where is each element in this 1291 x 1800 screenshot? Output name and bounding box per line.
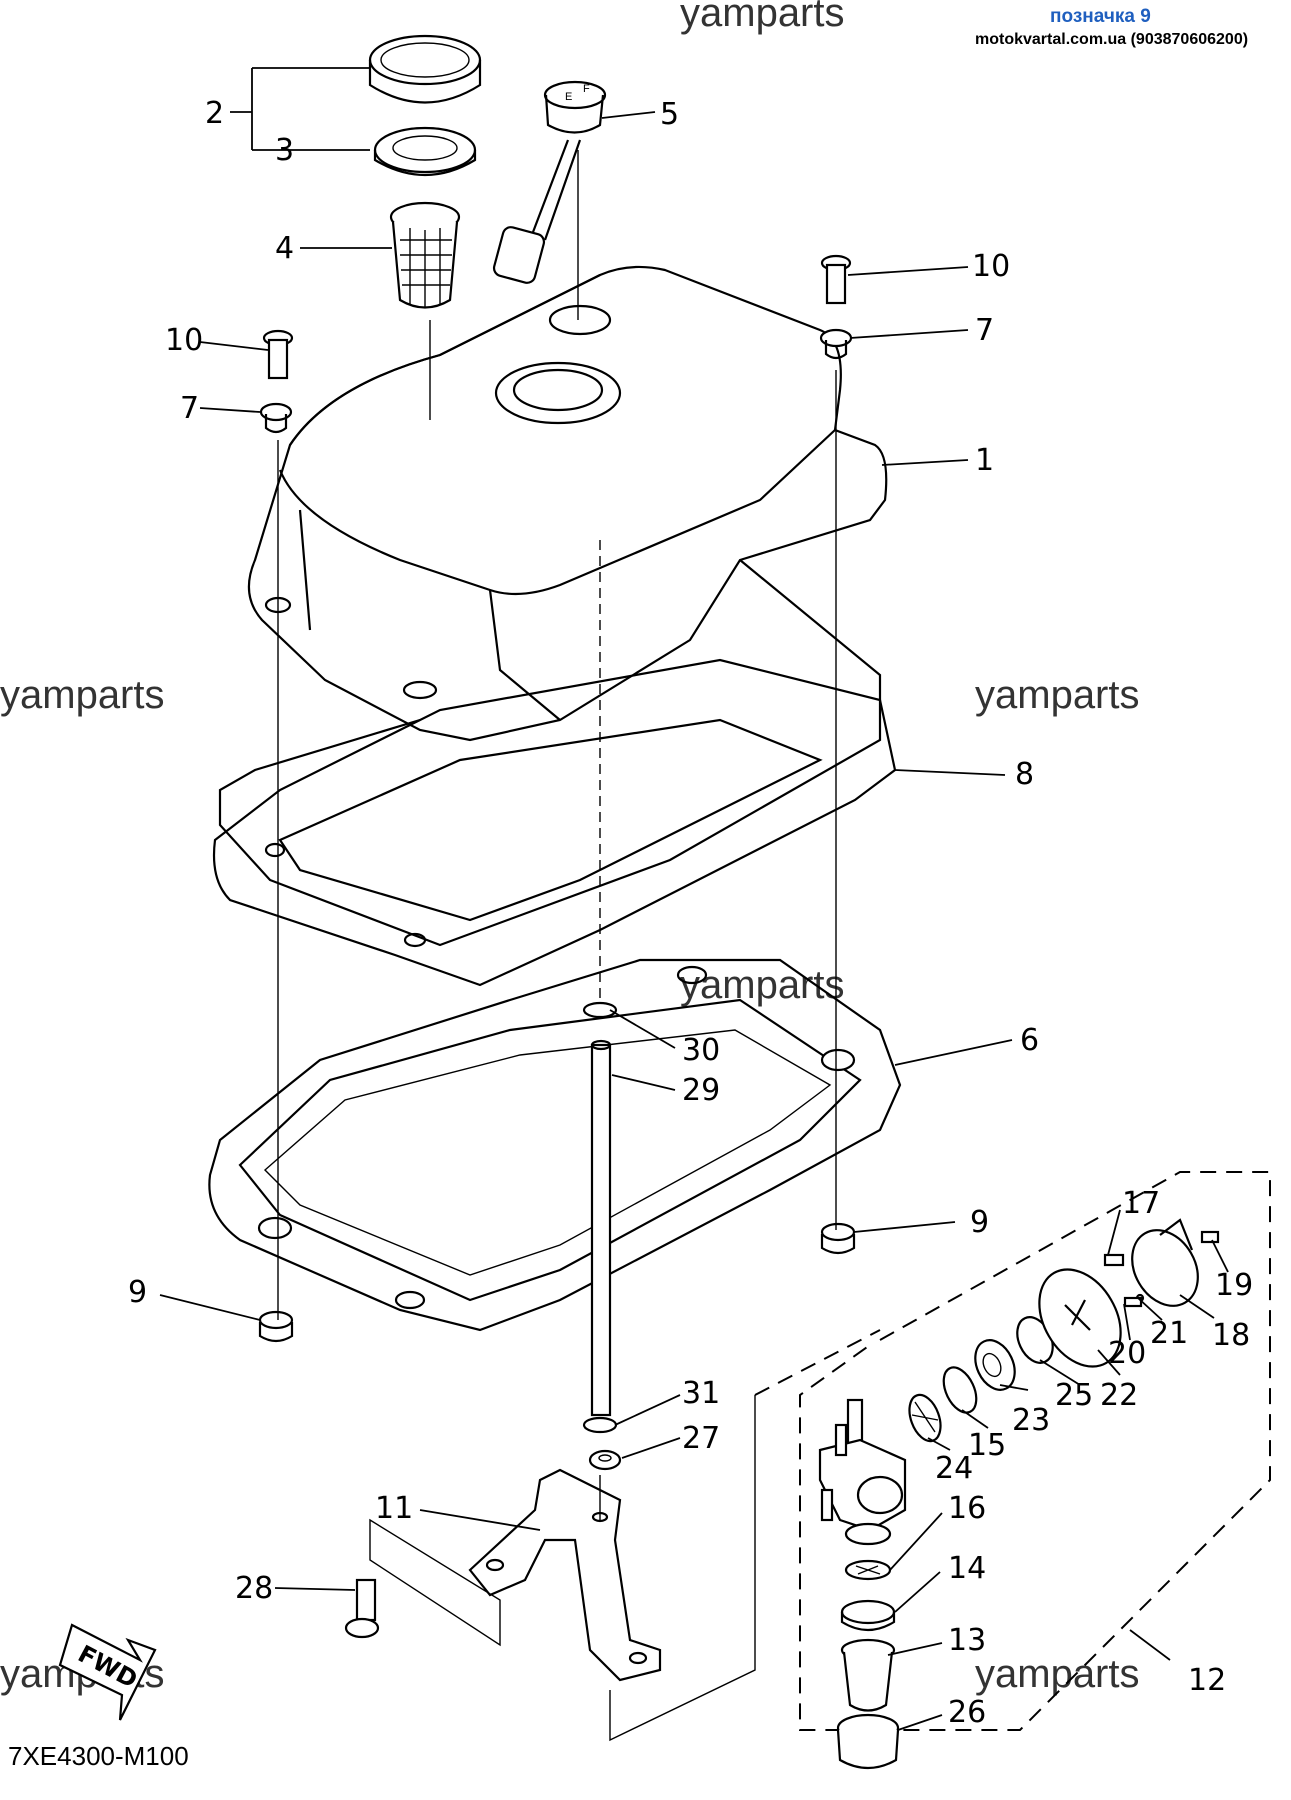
callout-6: 6 xyxy=(1020,1023,1039,1058)
bolt-left-part xyxy=(262,329,294,380)
hose-clip-upper-part xyxy=(582,1001,618,1019)
o-ring-part xyxy=(942,1366,978,1414)
callout-30: 30 xyxy=(682,1033,720,1068)
callout-28: 28 xyxy=(235,1571,273,1606)
callout-9-right: 9 xyxy=(970,1205,989,1240)
hose-clip-lower-part xyxy=(582,1416,618,1434)
callout-15: 15 xyxy=(968,1428,1006,1463)
fuel-cap-part xyxy=(368,34,482,104)
callout-14: 14 xyxy=(948,1551,986,1586)
callout-19: 19 xyxy=(1215,1268,1253,1303)
fuel-cock-body-part xyxy=(818,1398,907,1546)
fuel-tank-part xyxy=(218,265,888,947)
damper-left-part xyxy=(258,1310,294,1343)
callout-2: 2 xyxy=(205,96,224,131)
guide-lines xyxy=(277,150,837,1742)
callout-1: 1 xyxy=(975,443,994,478)
callout-18: 18 xyxy=(1212,1318,1250,1353)
svg-text:F: F xyxy=(583,83,590,95)
cap-gasket-part xyxy=(373,126,477,176)
label-blue: позначка 9 xyxy=(1050,6,1151,27)
callout-9-left: 9 xyxy=(128,1275,147,1310)
watermark-right: yamparts xyxy=(975,673,1140,717)
callout-31: 31 xyxy=(682,1376,720,1411)
cock-lever-part xyxy=(1131,1218,1199,1307)
watermark-center: yamparts xyxy=(680,963,845,1007)
cup-screen-part xyxy=(844,1559,892,1581)
callout-11: 11 xyxy=(375,1491,413,1526)
leader-lines xyxy=(159,67,1229,1731)
callout-7-right: 7 xyxy=(975,313,994,348)
callout-13: 13 xyxy=(948,1623,986,1658)
callout-16: 16 xyxy=(948,1491,986,1526)
cup-nut-part xyxy=(836,1713,900,1770)
fuel-tray-part xyxy=(208,958,902,1332)
fuel-gauge-part: E F xyxy=(492,80,607,284)
callout-10-right: 10 xyxy=(972,249,1010,284)
cup-gasket-part xyxy=(840,1599,896,1632)
callout-24: 24 xyxy=(935,1451,973,1486)
fuel-cock-group-outline xyxy=(799,1171,1271,1731)
collar-right-part xyxy=(819,328,853,360)
fuel-cup-part xyxy=(840,1638,896,1712)
bracket-part xyxy=(468,1468,662,1682)
callout-29: 29 xyxy=(682,1073,720,1108)
callout-27: 27 xyxy=(682,1421,720,1456)
callout-3: 3 xyxy=(275,133,294,168)
callout-12: 12 xyxy=(1188,1663,1226,1698)
fwd-arrow-icon: FWD xyxy=(58,1623,157,1721)
lever-spring-part xyxy=(974,1339,1016,1391)
callout-7-left: 7 xyxy=(180,391,199,426)
callout-numbers: 2 3 4 5 10 7 10 7 1 8 30 6 29 9 9 17 19 … xyxy=(128,96,1253,1730)
callout-26: 26 xyxy=(948,1695,986,1730)
callout-4: 4 xyxy=(275,231,294,266)
lever-plate-part xyxy=(1038,1268,1122,1368)
watermark-bottom-right: yamparts xyxy=(975,1652,1140,1696)
fuel-hose-part xyxy=(590,1039,612,1417)
filter-screen-part xyxy=(908,1393,942,1443)
contact-text: motokvartal.com.ua (903870606200) xyxy=(975,31,1248,48)
callout-22: 22 xyxy=(1100,1378,1138,1413)
nut-part xyxy=(588,1449,622,1471)
callout-17: 17 xyxy=(1122,1186,1160,1221)
callout-10-left: 10 xyxy=(165,323,203,358)
diagram-code: 7XE4300-M100 xyxy=(8,1741,189,1771)
damper-right-part xyxy=(820,1222,856,1255)
callout-5: 5 xyxy=(660,97,679,132)
callout-23: 23 xyxy=(1012,1403,1050,1438)
callout-20: 20 xyxy=(1108,1336,1146,1371)
watermark-left: yamparts xyxy=(0,673,165,717)
svg-text:E: E xyxy=(565,91,572,103)
bracket-bolt-part xyxy=(344,1578,380,1639)
tank-pad-part xyxy=(212,658,897,987)
callout-8: 8 xyxy=(1015,757,1034,792)
callout-21: 21 xyxy=(1150,1316,1188,1351)
bolt-right-part xyxy=(820,254,852,305)
collar-left-part xyxy=(259,402,293,434)
callout-25: 25 xyxy=(1055,1378,1093,1413)
fuel-strainer-part xyxy=(389,201,461,309)
fuel-cock-link-dashed xyxy=(754,1329,881,1396)
watermark-top: yamparts xyxy=(680,0,845,35)
